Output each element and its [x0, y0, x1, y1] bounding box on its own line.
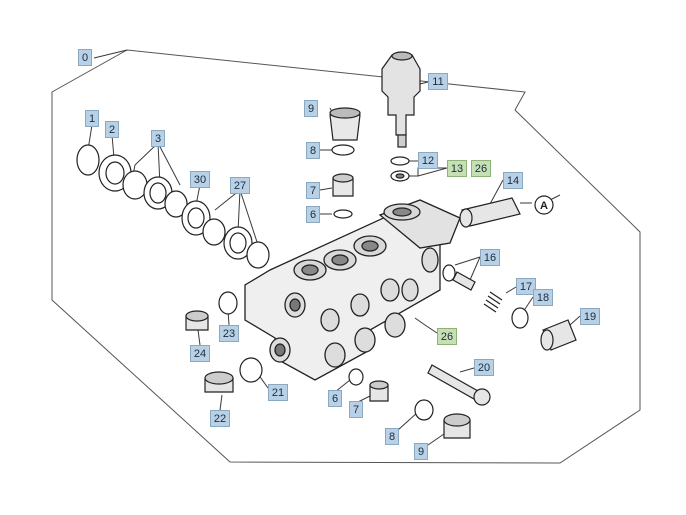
label-30: 30: [190, 171, 210, 188]
label-7-top: 7: [306, 182, 320, 199]
label-21: 21: [268, 384, 288, 401]
part-1-oring: [76, 144, 100, 176]
label-24: 24: [190, 345, 210, 362]
part-8-oring-bottom: [414, 399, 434, 421]
label-23: 23: [219, 325, 239, 342]
part-16-pin: [452, 271, 476, 291]
label-6-bottom: 6: [328, 390, 342, 407]
label-22: 22: [210, 410, 230, 427]
label-17: 17: [516, 278, 536, 295]
part-21-oring: [239, 357, 263, 383]
part-3-ring-c: [164, 190, 188, 218]
part-9-plug-top: [329, 114, 361, 141]
leader-0: [93, 49, 128, 59]
label-9-bottom: 9: [414, 443, 428, 460]
label-26-top: 26: [471, 160, 491, 177]
label-11: 11: [428, 73, 448, 90]
part-17-spring: [483, 291, 503, 313]
label-6-top: 6: [306, 206, 320, 223]
label-27: 27: [230, 177, 250, 194]
assembly-outline: [51, 49, 641, 464]
label-13: 13: [447, 160, 467, 177]
label-14: 14: [503, 172, 523, 189]
label-1: 1: [85, 110, 99, 127]
part-16-oring: [442, 264, 456, 282]
label-8-top: 8: [306, 142, 320, 159]
label-7-bottom: 7: [349, 401, 363, 418]
label-3: 3: [151, 130, 165, 147]
label-0: 0: [78, 49, 92, 66]
label-9-top: 9: [304, 100, 318, 117]
label-16: 16: [480, 249, 500, 266]
label-12: 12: [418, 152, 438, 169]
label-20: 20: [474, 359, 494, 376]
port-a-marker: [534, 195, 554, 215]
part-20-bolt: [427, 364, 479, 400]
part-3-ring-a: [122, 170, 148, 200]
part-27-ring-b: [246, 241, 270, 269]
part-27-ring-a: [202, 218, 226, 246]
part-11-unloader: [381, 54, 421, 136]
label-19: 19: [580, 308, 600, 325]
label-8-bottom: 8: [385, 428, 399, 445]
port-a-letter: A: [540, 200, 548, 212]
label-26-bottom: 26: [437, 328, 457, 345]
part-23-oring: [218, 291, 238, 315]
label-2: 2: [105, 121, 119, 138]
part-12-oring: [390, 156, 410, 166]
part-8-oring-top: [331, 144, 355, 156]
part-6-oring-top: [333, 209, 353, 219]
part-6-oring-bottom: [348, 368, 364, 386]
label-18: 18: [533, 289, 553, 306]
part-18-oring: [511, 307, 529, 329]
